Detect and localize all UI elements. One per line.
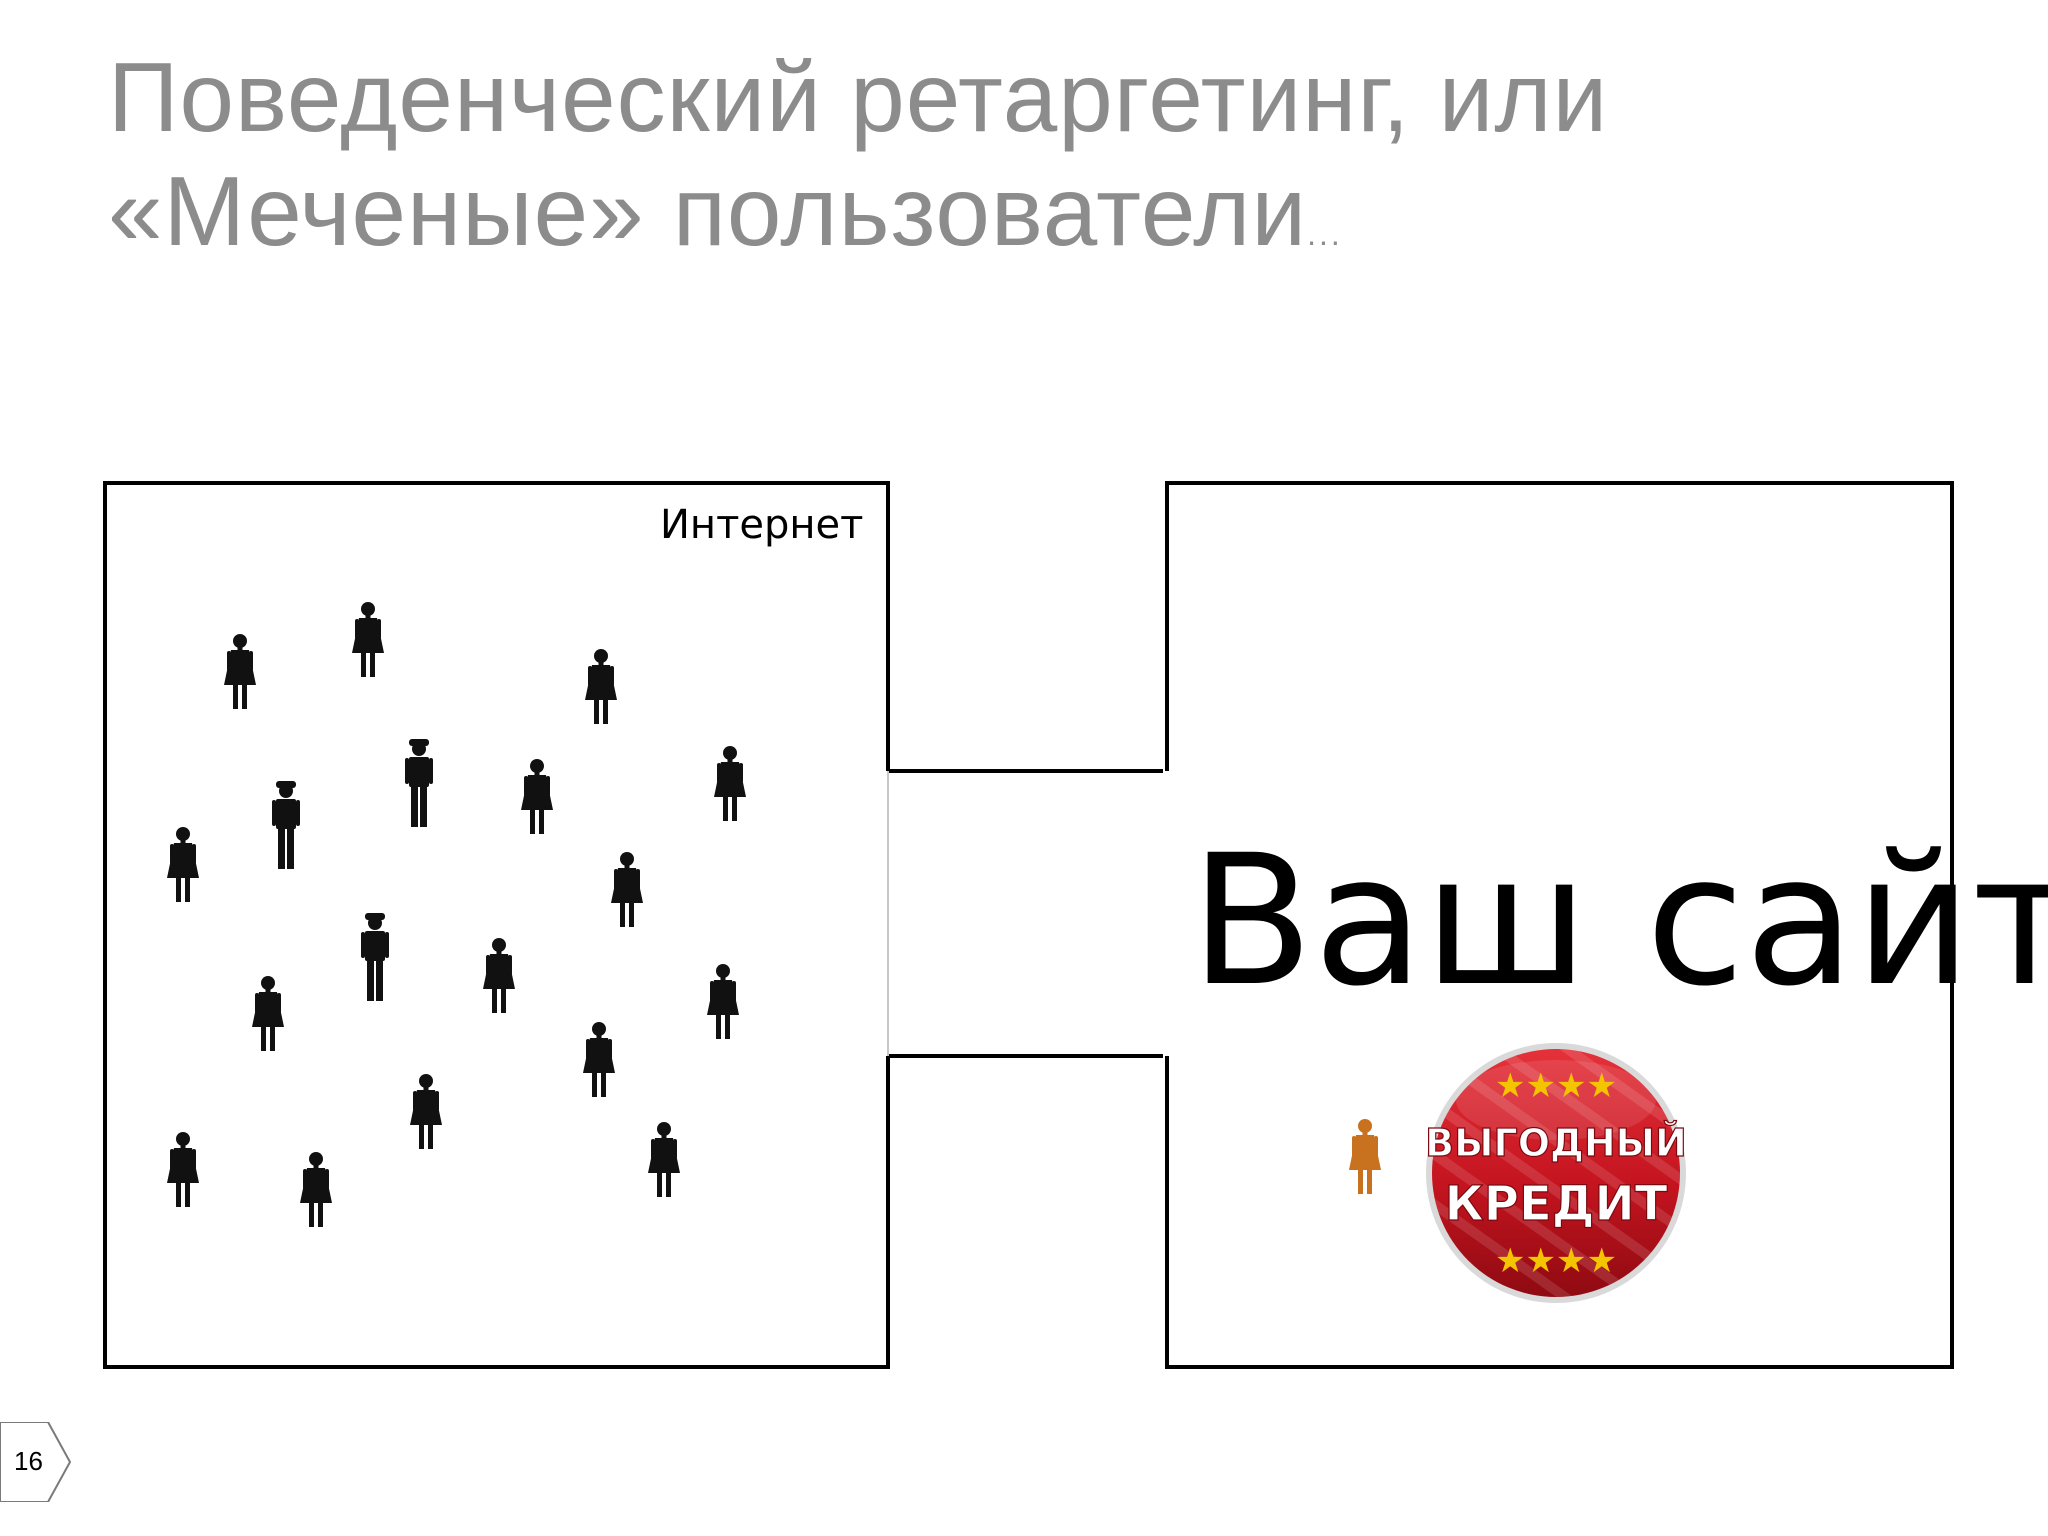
site-box	[1165, 481, 1954, 1369]
title-ellipsis: ...	[1307, 216, 1343, 252]
person-icon	[252, 976, 284, 1051]
stars-bottom: ★★★★	[1495, 1241, 1617, 1281]
internet-label: Интернет	[660, 502, 864, 548]
person-icon	[167, 1132, 199, 1207]
badge-line-2: КРЕДИТ	[1445, 1176, 1668, 1232]
badge-line-1: ВЫГОДНЫЙ	[1425, 1121, 1687, 1165]
person-icon	[583, 1022, 615, 1097]
person-icon	[521, 759, 553, 834]
person-icon	[352, 602, 384, 677]
title-line-1: Поведенческий ретаргетинг, или	[108, 42, 1609, 152]
person-icon	[714, 746, 746, 821]
page-number-tab-icon	[0, 1421, 72, 1503]
person-icon	[224, 634, 256, 709]
marked-user-icon	[1349, 1119, 1381, 1194]
star-rows: ★★★★ ★★★★	[1495, 1066, 1617, 1281]
person-icon	[300, 1152, 332, 1227]
people-crowd	[167, 602, 746, 1227]
slide-title: Поведенческий ретаргетинг, или «Меченые»…	[108, 40, 1908, 291]
internet-box	[103, 481, 890, 1369]
person-icon	[405, 739, 433, 827]
person-icon	[585, 649, 617, 724]
person-icon	[611, 852, 643, 927]
stars-top: ★★★★	[1495, 1066, 1617, 1106]
title-line-2-text: «Меченые» пользователи	[108, 156, 1308, 266]
person-icon	[483, 938, 515, 1013]
person-icon	[410, 1074, 442, 1149]
person-icon	[167, 827, 199, 902]
page-number: 16	[0, 1421, 72, 1503]
person-icon	[707, 964, 739, 1039]
site-label: Ваш сайт	[1190, 817, 2048, 1026]
person-icon	[272, 781, 300, 869]
title-line-2: «Меченые» пользователи...	[108, 154, 1908, 291]
page-number-text: 16	[14, 1446, 43, 1476]
person-icon	[648, 1122, 680, 1197]
person-icon	[361, 913, 389, 1001]
